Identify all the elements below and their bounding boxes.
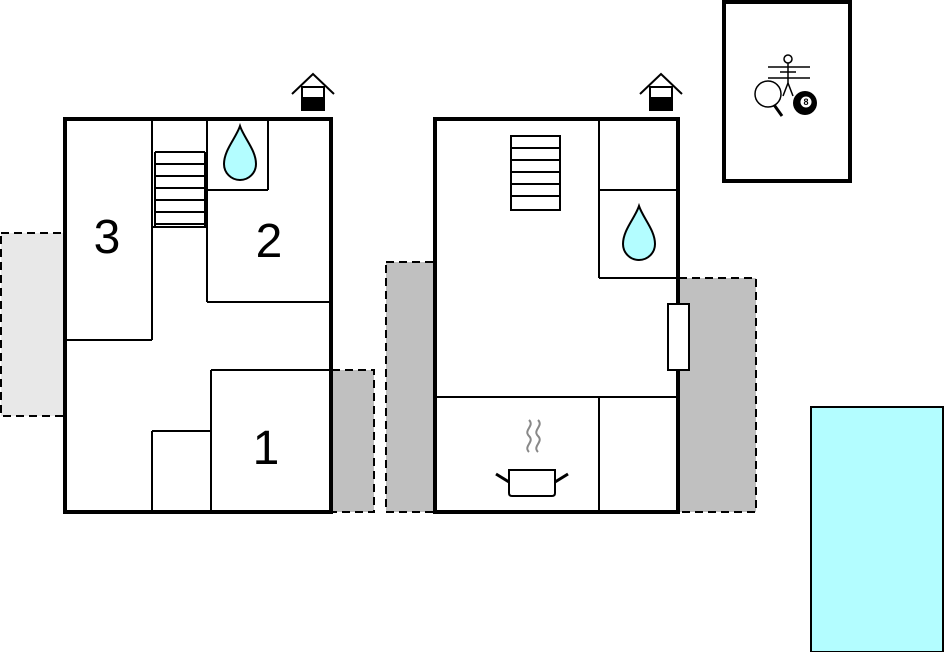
kitchen-icon xyxy=(495,419,569,497)
billiards-icon: 8 xyxy=(793,91,817,115)
table-tennis-icon xyxy=(754,80,784,117)
ground-floor: 3 2 1 xyxy=(63,72,335,514)
room-number-1: 1 xyxy=(253,422,280,475)
activity-room-outline xyxy=(722,0,852,183)
billiard-ball-number: 8 xyxy=(803,97,808,107)
stairs-icon xyxy=(154,151,206,226)
table-football-icon xyxy=(768,54,810,97)
ground-floor-walls xyxy=(65,119,331,512)
room-number-3: 3 xyxy=(94,211,121,264)
swimming-pool xyxy=(810,406,944,652)
terrace-light-left xyxy=(0,232,65,417)
upper-floor xyxy=(433,72,690,514)
terrace-upper-right xyxy=(678,277,757,513)
bathroom-icon xyxy=(222,122,258,181)
upper-floor-outline xyxy=(433,117,680,514)
fireplace-icon xyxy=(667,303,690,371)
stairs-icon xyxy=(510,135,561,211)
activity-room: 8 xyxy=(722,0,852,183)
upper-floor-walls xyxy=(435,119,678,512)
room-number-2: 2 xyxy=(256,215,283,268)
ground-floor-outline xyxy=(63,117,333,514)
bathroom-icon xyxy=(621,202,657,261)
terrace-upper-left xyxy=(385,261,435,513)
terrace-ground-right xyxy=(331,369,375,513)
entrance-icon xyxy=(291,72,335,111)
entrance-icon xyxy=(639,72,683,111)
